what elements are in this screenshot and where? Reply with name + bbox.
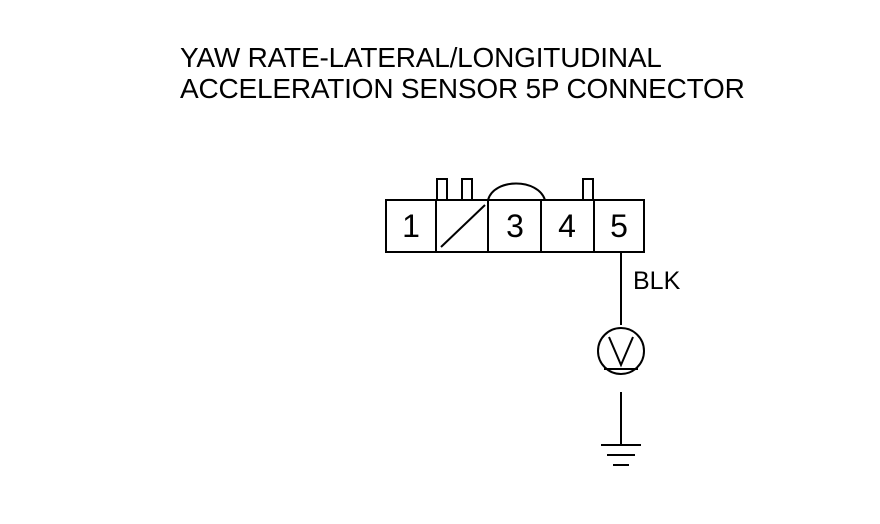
pin-labels: 1 3 4 5 [402,208,628,244]
voltmeter-symbol [597,327,645,375]
diagram-title: YAW RATE-LATERAL/LONGITUDINAL ACCELERATI… [180,42,745,104]
voltmeter-v-glyph [608,336,634,368]
connector-outline [385,199,645,253]
ground-icon [601,392,641,466]
unused-cavity-mark [440,204,486,248]
connector-key-hump [487,182,546,201]
connector-body [385,199,645,253]
pin-label-1: 1 [402,208,420,244]
title-line-1: YAW RATE-LATERAL/LONGITUDINAL [180,42,662,73]
pin-label-5: 5 [610,208,628,244]
pin-label-3: 3 [506,208,524,244]
wire-color-label: BLK [633,267,681,295]
title-line-2: ACCELERATION SENSOR 5P CONNECTOR [180,73,745,104]
connector-tab-3 [582,178,594,201]
voltmeter-circle [597,327,645,375]
connector-tab-2 [461,178,473,201]
connector-tabs [436,178,594,201]
pin-label-4: 4 [558,208,576,244]
connector-tab-1 [436,178,448,201]
